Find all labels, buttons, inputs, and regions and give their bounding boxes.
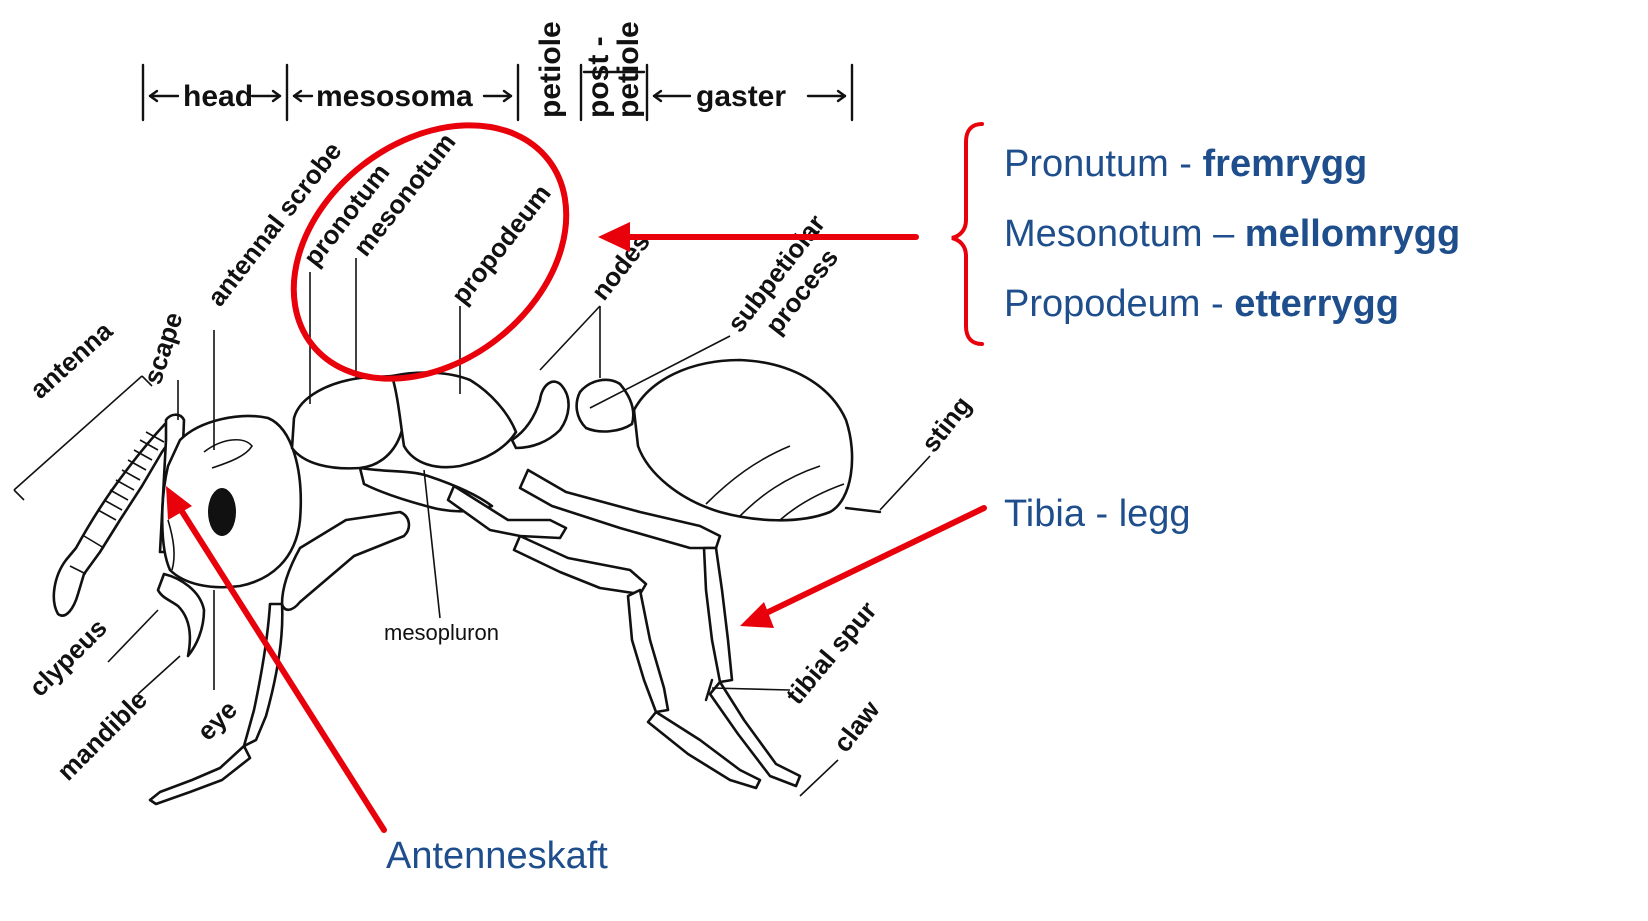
label-scape: scape (137, 308, 188, 387)
notes-brace (952, 124, 982, 344)
note-antenneskaft: Antenneskaft (386, 835, 608, 877)
segment-petiole: petiole (534, 21, 567, 118)
label-sting: sting (915, 390, 977, 457)
label-antenna: antenna (24, 315, 119, 404)
mesosoma-arrowhead (598, 222, 630, 252)
tibia-arrow (756, 508, 984, 618)
segment-post: post - (582, 36, 615, 118)
label-eye: eye (191, 694, 243, 746)
note-tibia: Tibia - legg (1004, 493, 1191, 535)
ant-body-drawing (54, 360, 880, 804)
label-mesopluron: mesopluron (384, 620, 499, 645)
note-propodeum: Propodeum - etterrygg (1004, 283, 1399, 325)
label-tibial-spur: tibial spur (780, 595, 883, 709)
notes: Pronutum - fremrygg Mesonotum – mellomry… (386, 143, 1460, 877)
segment-mesosoma: mesosoma (316, 80, 473, 113)
eye-shape (208, 488, 236, 536)
tibia-arrowhead (740, 602, 774, 628)
note-mesonotum: Mesonotum – mellomrygg (1004, 213, 1460, 255)
segment-gaster: gaster (696, 80, 786, 113)
segment-head: head (183, 80, 253, 113)
segment-postpetiole: petiole (612, 21, 645, 118)
segment-header: head mesosoma petiole post - petiole gas… (143, 21, 852, 120)
label-claw: claw (827, 694, 886, 757)
label-clypeus: clypeus (23, 613, 113, 703)
note-pronotum: Pronutum - fremrygg (1004, 143, 1367, 185)
label-mandible: mandible (51, 684, 153, 786)
